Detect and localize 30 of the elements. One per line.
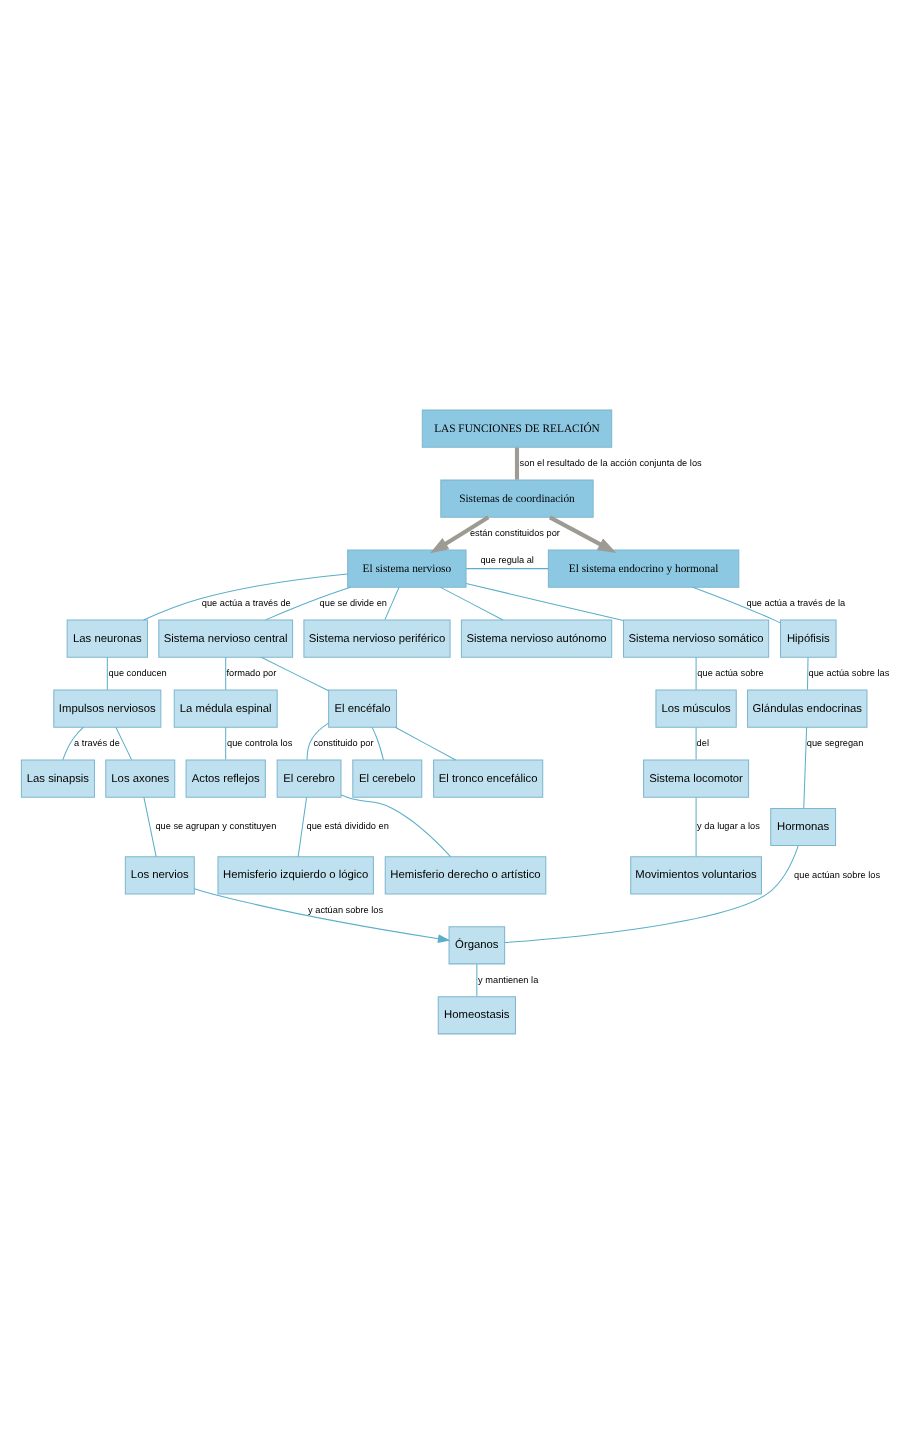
- connector: [465, 567, 549, 569]
- arrow: [548, 514, 617, 552]
- connector: [115, 726, 133, 760]
- connector: [371, 725, 384, 760]
- connector: [394, 725, 457, 760]
- connector: [384, 586, 400, 620]
- connector: [340, 793, 451, 857]
- connector: [142, 572, 348, 620]
- connector: [695, 795, 697, 857]
- connector: [106, 656, 108, 690]
- connector: [695, 656, 697, 690]
- connector: [306, 721, 329, 760]
- connector: [225, 656, 227, 690]
- connector: [297, 795, 308, 857]
- connector: [143, 795, 157, 857]
- connector: [504, 844, 799, 943]
- connector: [265, 585, 351, 620]
- connector: [807, 656, 809, 690]
- connector: [465, 582, 624, 621]
- connector: [514, 446, 520, 479]
- connector: [476, 962, 478, 996]
- connector: [695, 726, 697, 760]
- connector: [803, 725, 808, 808]
- connector: [225, 726, 227, 760]
- connector: [62, 725, 85, 760]
- arrow: [193, 887, 451, 942]
- connector: [440, 585, 504, 620]
- connector: [692, 585, 781, 623]
- arrow: [430, 514, 490, 553]
- connector: [260, 655, 330, 691]
